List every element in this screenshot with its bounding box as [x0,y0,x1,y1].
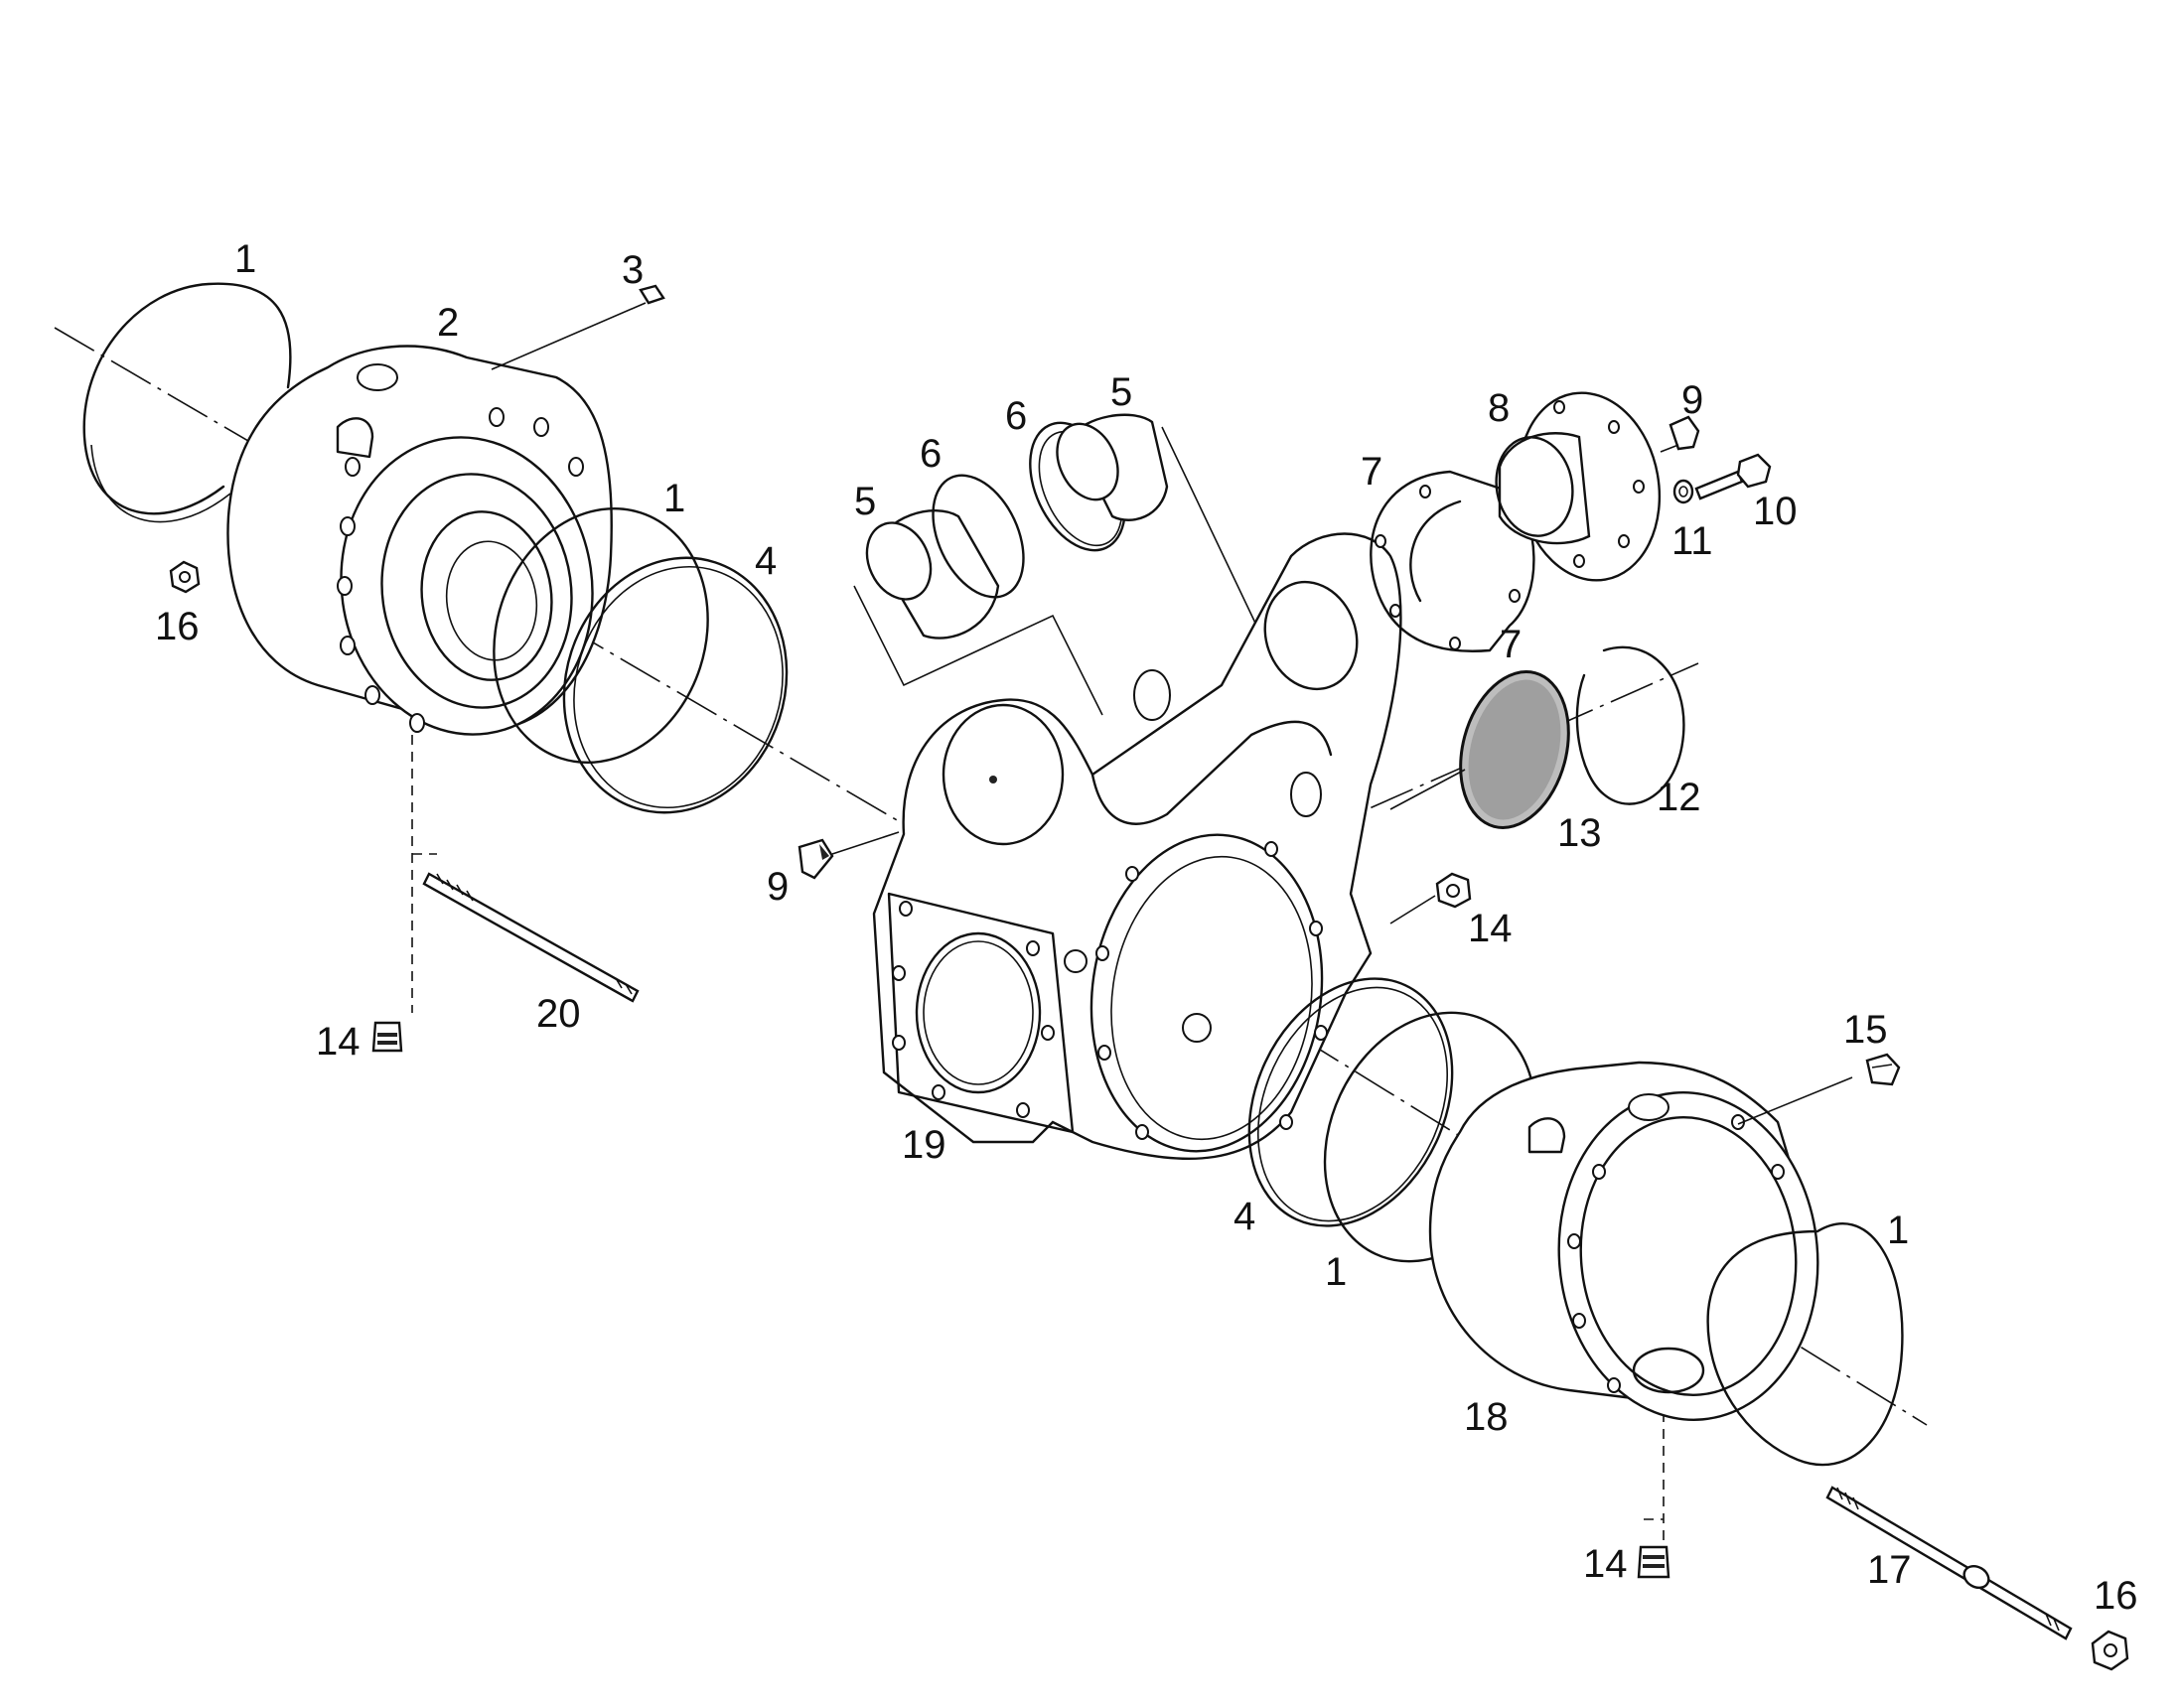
seal-ring-part-4-lower [1247,977,1454,1227]
callout-1: 1 [663,477,685,520]
callout-16: 16 [155,605,200,648]
leader-part-9-left [831,831,900,855]
callout-17: 17 [1867,1548,1912,1592]
callout-19: 19 [902,1123,946,1167]
end-housing-part-18 [1428,1061,1819,1421]
o-ring-part-1-lower-right [1706,1222,1904,1467]
filter-part-13 [1459,670,1570,829]
plug-part-14-lower-right [1637,1545,1670,1579]
callout-4: 4 [755,539,777,583]
callout-6: 6 [1005,394,1027,438]
callout-5: 5 [1110,370,1132,414]
leader-part-2 [491,302,647,370]
bolt-holes [337,407,584,733]
callout-9: 9 [1681,378,1703,422]
callout-7: 7 [1361,450,1382,494]
nut-part-16-upper-left [169,560,201,594]
axle-centre-housing-part-19 [872,532,1402,1161]
callout-7: 7 [1500,623,1522,666]
callout-11: 11 [1671,519,1713,563]
leader-part-14-middle [1389,895,1436,925]
callout-4: 4 [1234,1195,1255,1238]
grease-fitting-part-9-right [1660,415,1700,453]
end-housing-part-2 [226,345,613,736]
callout-14: 14 [1583,1542,1628,1586]
callout-15: 15 [1843,1008,1888,1052]
callout-6: 6 [920,432,942,476]
flange-cap-part-8 [1495,391,1662,582]
callout-14: 14 [1468,907,1513,950]
snap-ring-part-1-upper-left [82,282,292,523]
fitting-part-15 [1865,1053,1901,1086]
leader-part-15 [1737,1076,1853,1125]
plug-part-14-lower-left [371,1021,403,1053]
plug-part-3 [639,284,665,305]
shim-part-7 [1370,470,1535,652]
callout-9: 9 [767,865,789,909]
nut-part-16-lower-right [2091,1630,2129,1671]
callout-12: 12 [1657,776,1701,819]
callout-2: 2 [437,301,459,345]
callout-1: 1 [1887,1209,1909,1252]
callout-1: 1 [1325,1250,1347,1294]
callout-labels: 1 2 3 1 4 16 5 6 6 5 8 9 7 10 11 7 12 13… [155,237,2138,1618]
o-ring-part-1-upper [493,506,709,765]
callout-14: 14 [316,1020,361,1064]
plug-part-14-middle [1435,872,1472,909]
bushing-part-5-right [1056,413,1169,521]
bolt-part-10 [1694,453,1772,500]
stud-part-20 [422,872,640,1003]
seal-ring-part-4-upper [562,556,789,814]
callout-8: 8 [1488,386,1510,430]
callout-13: 13 [1557,811,1602,855]
flange-left [887,892,1075,1134]
ring-part-6-left [932,474,1025,599]
callout-18: 18 [1464,1395,1509,1439]
callout-16: 16 [2094,1574,2138,1618]
grease-fitting-part-9-left [798,838,834,880]
washer-part-11 [1672,479,1694,504]
leader-part-13 [1389,769,1466,810]
callout-5: 5 [854,480,876,523]
stud-part-17 [1825,1486,2073,1640]
callout-10: 10 [1753,490,1798,533]
flange-right [1089,833,1328,1153]
retaining-ring-part-12 [1575,645,1685,805]
callout-20: 20 [536,992,581,1036]
callout-1: 1 [234,237,256,281]
leader-bushings [853,426,1262,716]
bushing-part-5-left [865,509,1000,640]
callout-3: 3 [622,248,644,292]
